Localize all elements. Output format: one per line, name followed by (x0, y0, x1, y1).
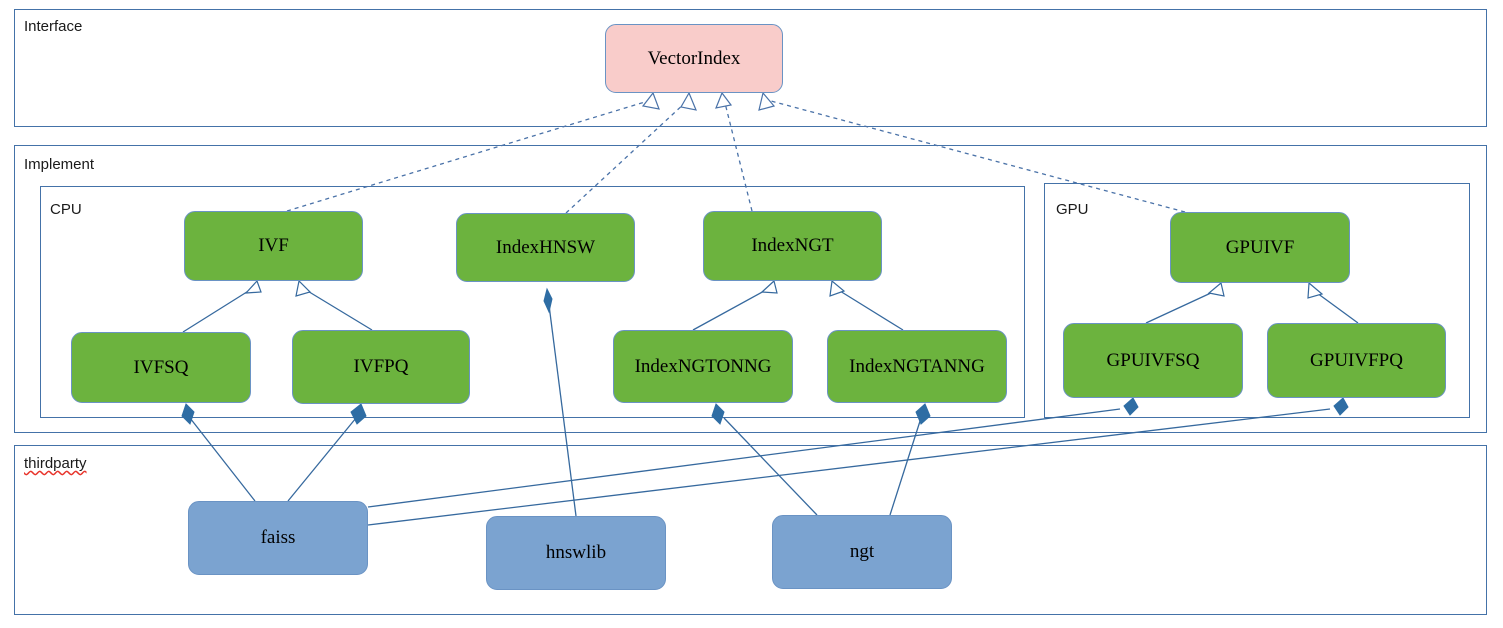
edge-faiss-ivfsq (181, 403, 256, 502)
node-indexhnsw[interactable]: IndexHNSW (456, 213, 635, 282)
node-label-ngt: ngt (849, 541, 875, 562)
node-label-gpuivf: GPUIVF (1225, 236, 1295, 258)
container-label-interface: Interface (24, 18, 83, 35)
node-indexngt[interactable]: IndexNGT (703, 211, 882, 281)
node-label-ivfsq: IVFSQ (133, 356, 189, 378)
node-gpuivfsq[interactable]: GPUIVFSQ (1063, 323, 1243, 398)
node-ivfpq[interactable]: IVFPQ (292, 330, 470, 404)
node-gpuivf[interactable]: GPUIVF (1170, 212, 1350, 283)
node-indexngtanng[interactable]: IndexNGTANNG (827, 330, 1007, 403)
node-label-ivf: IVF (258, 235, 289, 256)
edge-ngt-indexngtonng (711, 403, 818, 516)
edge-indexngtanng-indexngt (829, 279, 904, 331)
node-label-gpuivfpq: GPUIVFPQ (1310, 349, 1403, 371)
node-ivfsq[interactable]: IVFSQ (71, 332, 251, 403)
container-implement (14, 145, 1487, 433)
node-label-hnswlib: hnswlib (545, 542, 607, 563)
edge-gpuivfpq-gpuivf (1307, 281, 1359, 324)
node-indexngtonng[interactable]: IndexNGTONNG (613, 330, 793, 403)
container-label-thirdparty: thirdparty (24, 455, 87, 472)
edge-faiss-gpuivfpq (367, 397, 1349, 526)
node-hnswlib[interactable]: hnswlib (486, 516, 666, 590)
edge-ngt-indexngtanng (889, 403, 931, 516)
edge-gpuivf-vectorindex (758, 91, 1186, 213)
node-label-indexhnsw: IndexHNSW (495, 236, 596, 258)
edge-ivfpq-ivf (295, 279, 373, 331)
node-label-gpuivfsq: GPUIVFSQ (1106, 349, 1200, 371)
edge-gpuivfsq-gpuivf (1145, 281, 1225, 324)
edge-ivfsq-ivf (182, 279, 262, 333)
edge-faiss-gpuivfsq (367, 397, 1139, 508)
edge-ivf-vectorindex (286, 91, 660, 212)
container-cpu (40, 186, 1025, 418)
edge-indexngtonng-indexngt (692, 279, 778, 331)
node-label-indexngtonng: IndexNGTONNG (634, 355, 772, 377)
node-label-vectorindex: VectorIndex (647, 47, 741, 69)
node-label-faiss: faiss (260, 527, 296, 548)
node-label-ivfpq: IVFPQ (353, 356, 409, 377)
edge-hnswlib-indexhnsw (543, 287, 577, 517)
edge-indexngt-vectorindex (715, 91, 753, 212)
node-gpuivfpq[interactable]: GPUIVFPQ (1267, 323, 1446, 398)
edge-faiss-ivfpq (287, 403, 367, 502)
node-ivf[interactable]: IVF (184, 211, 363, 281)
node-faiss[interactable]: faiss (188, 501, 368, 575)
node-vectorindex[interactable]: VectorIndex (605, 24, 783, 93)
node-label-indexngt: IndexNGT (751, 235, 834, 256)
container-label-gpu: GPU (1056, 201, 1089, 218)
container-label-implement: Implement (24, 156, 95, 173)
node-ngt[interactable]: ngt (772, 515, 952, 589)
container-label-cpu: CPU (50, 201, 82, 218)
container-interface (14, 9, 1487, 127)
edge-indexhnsw-vectorindex (565, 91, 697, 214)
node-label-indexngtanng: IndexNGTANNG (849, 355, 985, 377)
